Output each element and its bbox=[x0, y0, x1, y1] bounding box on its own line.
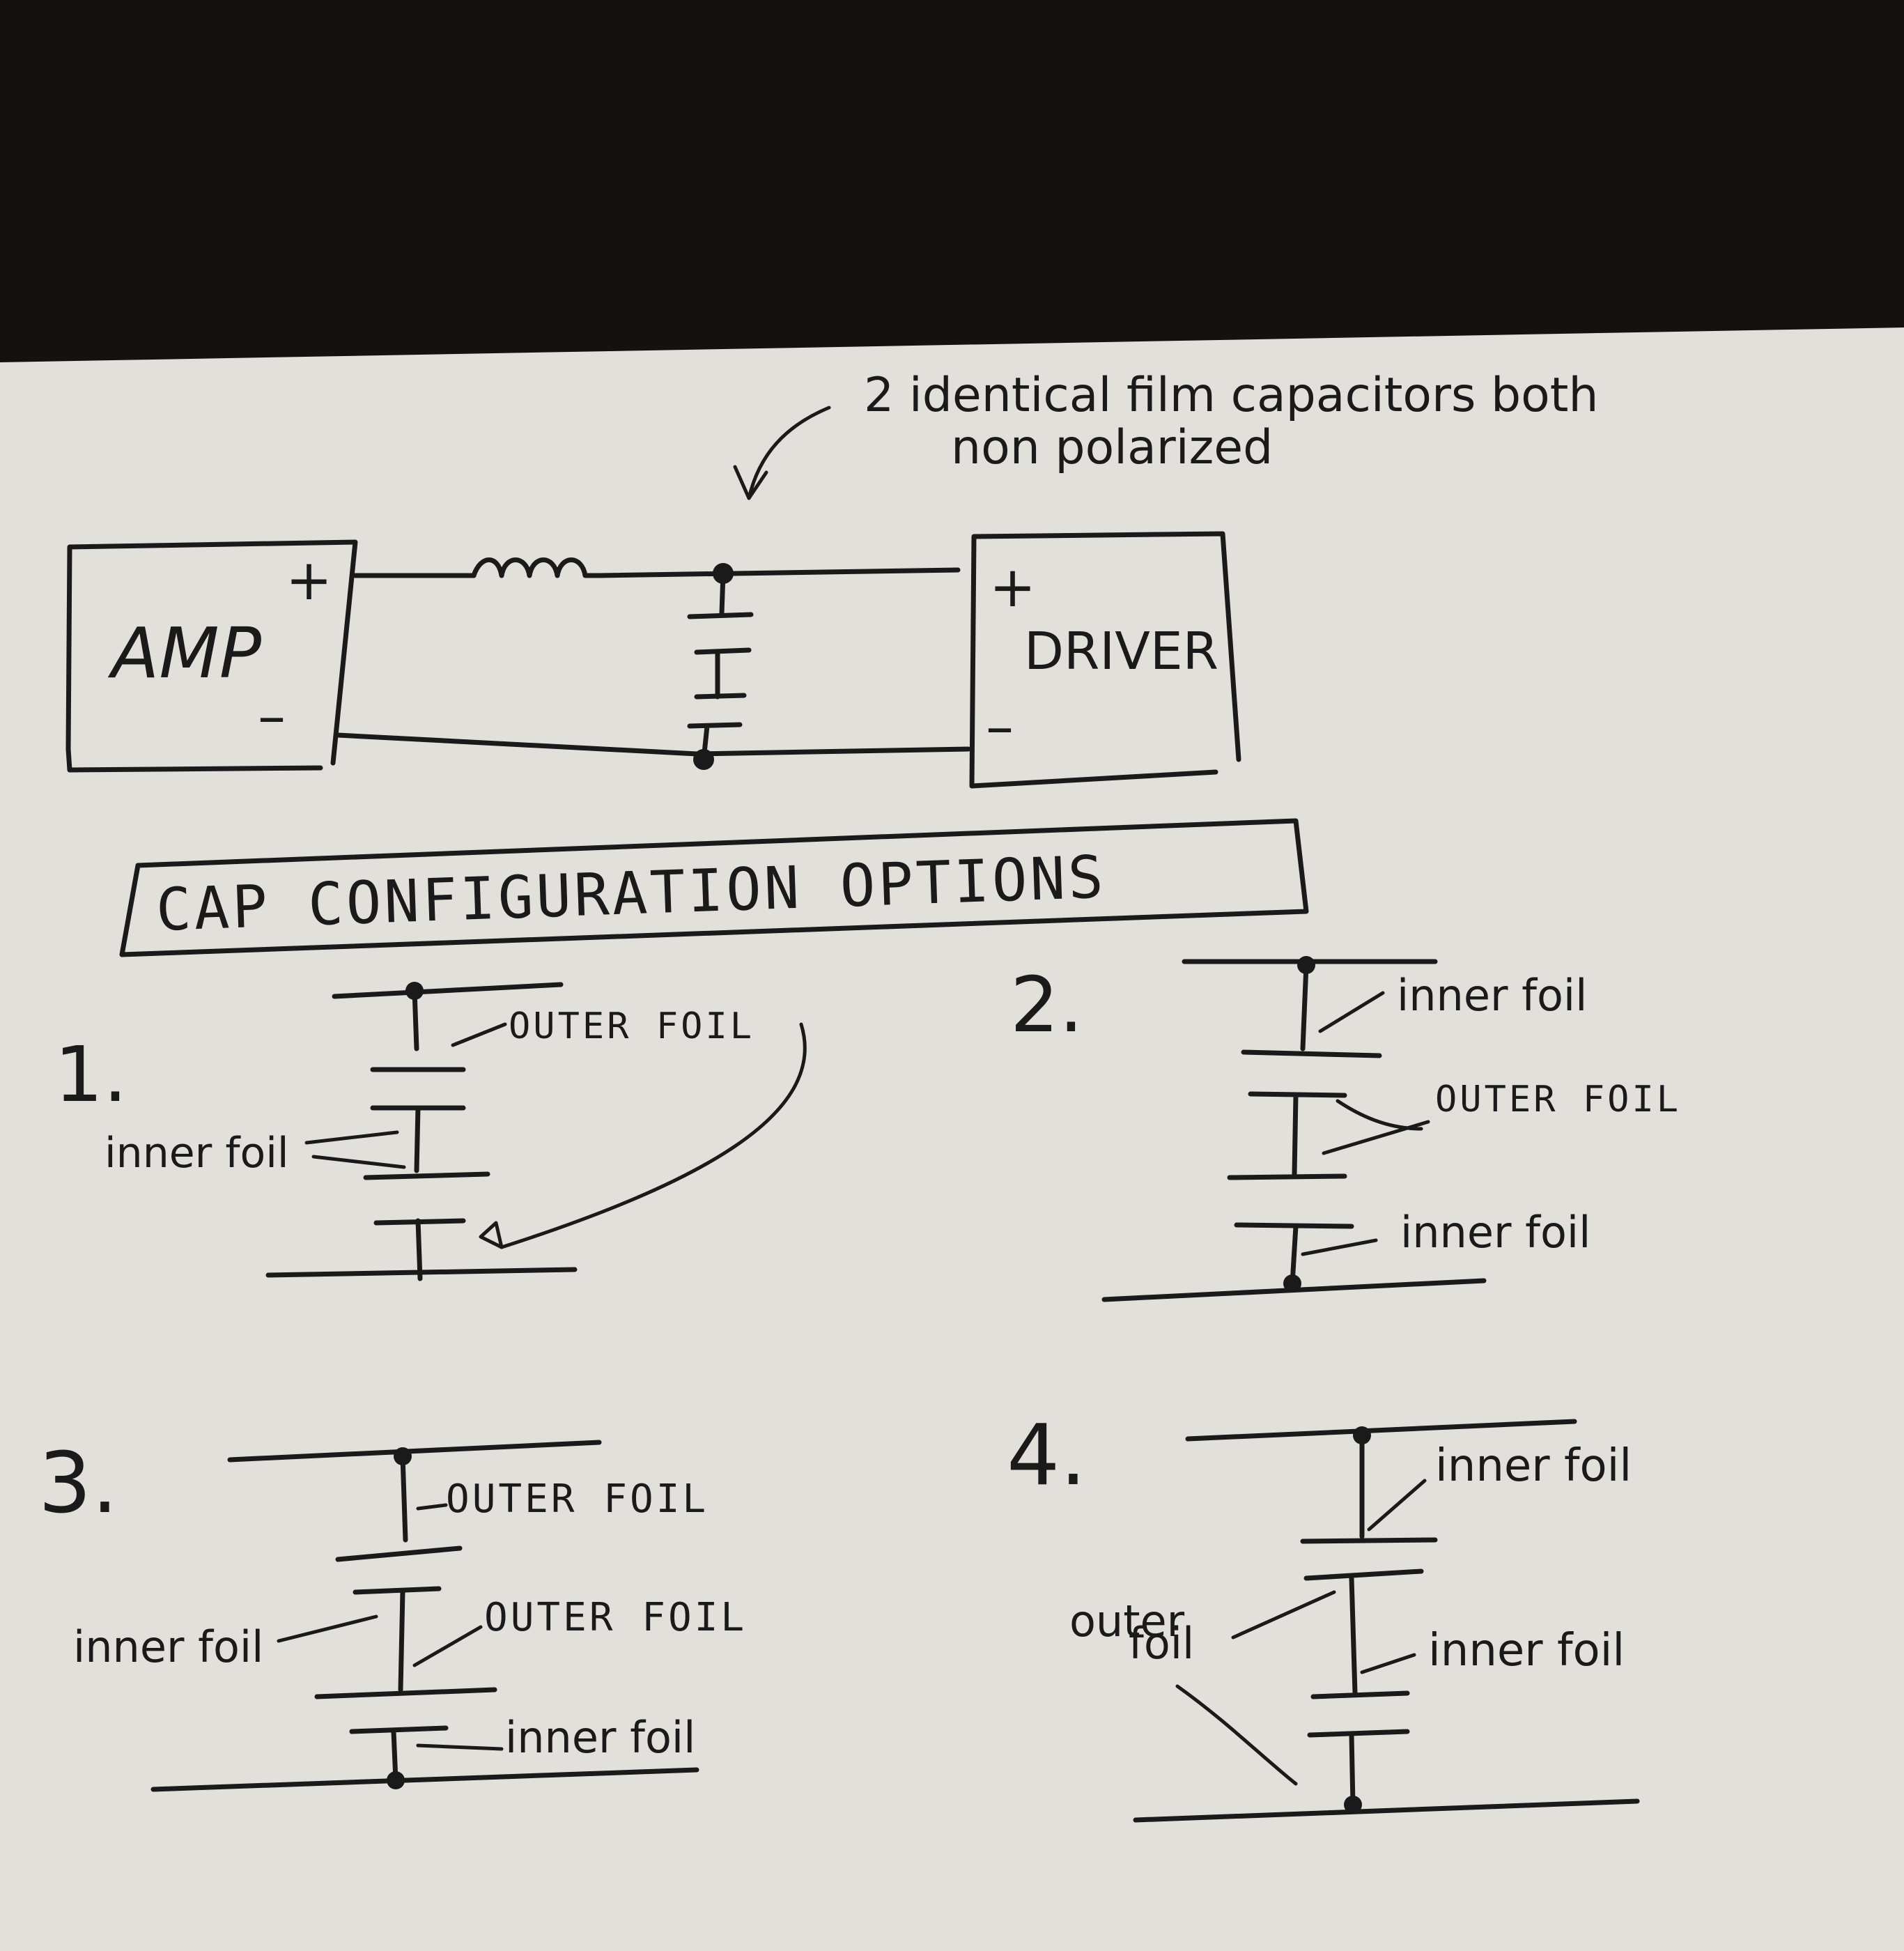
option-4: 4. inner foil outer foil inner foil bbox=[1007, 1408, 1640, 1823]
option-2-outer-foil-label: OUTER FOIL bbox=[1435, 1079, 1681, 1120]
option-3-node-top bbox=[394, 1447, 412, 1465]
option-4-node-bottom bbox=[1344, 1796, 1362, 1814]
option-1-curved-arrow bbox=[500, 1022, 807, 1249]
option-2-inner-foil-bottom-label: inner foil bbox=[1400, 1207, 1590, 1258]
option-1: 1. OUTER FOIL inner foil bbox=[54, 982, 807, 1281]
option-2-number: 2. bbox=[1010, 960, 1083, 1049]
option-4-inner-foil-bottom-label: inner foil bbox=[1428, 1625, 1625, 1676]
option-3-arrow-2 bbox=[277, 1614, 378, 1643]
option-4-foil-label: foil bbox=[1129, 1618, 1194, 1669]
option-3: 3. OUTER FOIL inner foil OUTER FOIL inne… bbox=[38, 1435, 747, 1792]
option-2-arrow-1 bbox=[1318, 991, 1385, 1033]
note-arrow-head bbox=[733, 465, 768, 500]
amp-plus: + bbox=[286, 548, 332, 612]
driver-plus: + bbox=[989, 555, 1036, 619]
option-3-arrow-4 bbox=[416, 1743, 504, 1751]
amp-minus: – bbox=[258, 684, 286, 748]
option-3-inner-foil-bottom-label: inner foil bbox=[505, 1712, 695, 1763]
option-4-arrow-3 bbox=[1175, 1684, 1298, 1786]
option-2-inner-foil-top-label: inner foil bbox=[1397, 970, 1587, 1021]
option-3-number: 3. bbox=[38, 1435, 118, 1532]
option-1-inner-arrows bbox=[304, 1130, 406, 1169]
option-1-wiring bbox=[265, 982, 578, 1281]
wire-top-right bbox=[596, 567, 961, 578]
option-1-node bbox=[405, 982, 424, 1000]
option-3-arrow-3 bbox=[412, 1625, 483, 1667]
series-capacitors bbox=[687, 571, 754, 762]
driver-label: DRIVER bbox=[1024, 622, 1218, 681]
option-4-inner-foil-top-label: inner foil bbox=[1435, 1440, 1632, 1492]
option-1-outer-arrow bbox=[451, 1022, 507, 1047]
option-3-wiring bbox=[150, 1440, 699, 1792]
option-1-number: 1. bbox=[54, 1030, 127, 1119]
option-2-node-top bbox=[1297, 956, 1315, 974]
option-3-outer-foil-top-label: OUTER FOIL bbox=[446, 1476, 709, 1522]
main-circuit: AMP + – + DRIVER – bbox=[65, 531, 1241, 789]
option-4-node-top bbox=[1353, 1426, 1371, 1444]
option-2: 2. inner foil OUTER FOIL inner foil bbox=[1010, 956, 1681, 1302]
driver-box bbox=[969, 531, 1241, 789]
option-4-arrow-4 bbox=[1360, 1653, 1416, 1674]
option-1-inner-foil-label: inner foil bbox=[105, 1129, 289, 1178]
note-line-2: non polarized bbox=[951, 420, 1273, 475]
driver-minus: – bbox=[986, 694, 1014, 759]
section-title-box bbox=[119, 818, 1309, 957]
option-2-arrow-2 bbox=[1322, 1099, 1430, 1155]
option-2-arrow-3 bbox=[1301, 1238, 1378, 1256]
option-4-number: 4. bbox=[1007, 1408, 1087, 1504]
inductor-coil bbox=[471, 557, 602, 578]
paper-sheet bbox=[0, 327, 1904, 1951]
option-4-wiring bbox=[1133, 1419, 1640, 1823]
amp-label: AMP bbox=[107, 612, 262, 694]
option-1-curved-arrow-head bbox=[479, 1221, 504, 1249]
option-4-arrow-1 bbox=[1367, 1479, 1427, 1532]
option-4-outer-label: outer bbox=[1069, 1596, 1185, 1647]
option-3-arrow-1 bbox=[416, 1503, 448, 1511]
note-line-1: 2 identical film capacitors both bbox=[864, 368, 1599, 423]
note-arrow bbox=[747, 406, 831, 500]
option-3-inner-foil-label: inner foil bbox=[73, 1621, 263, 1672]
option-1-outer-foil-label: OUTER FOIL bbox=[509, 1005, 754, 1047]
option-3-outer-foil-bottom-label: OUTER FOIL bbox=[484, 1595, 747, 1640]
amp-box bbox=[65, 539, 358, 773]
option-2-node-bottom bbox=[1283, 1274, 1301, 1293]
option-4-arrow-2 bbox=[1231, 1590, 1336, 1640]
option-3-node-bottom bbox=[387, 1771, 405, 1789]
